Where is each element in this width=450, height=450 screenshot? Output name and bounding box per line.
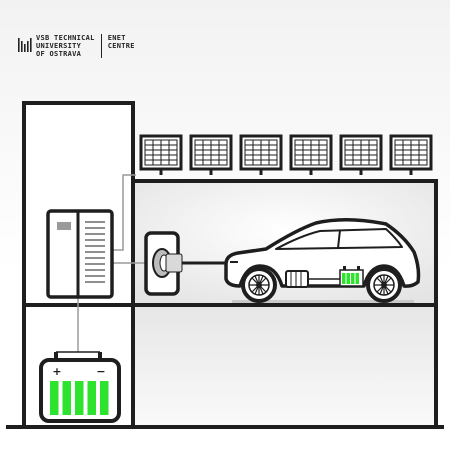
solar-panel xyxy=(289,134,333,175)
inverter-display xyxy=(57,222,71,230)
solar-panel xyxy=(139,134,183,175)
solar-to-inverter-cable xyxy=(112,174,136,251)
battery-minus-label: − xyxy=(96,365,105,378)
battery-charge-cell xyxy=(75,381,84,415)
department-name-line-2: CENTRE xyxy=(107,42,135,50)
garage-floor xyxy=(232,300,414,305)
department-name-line-1: ENET xyxy=(107,34,126,42)
charging-plug xyxy=(165,253,183,273)
electric-car xyxy=(224,217,421,303)
home-battery: + − xyxy=(39,351,121,423)
battery-charge-cells xyxy=(50,381,109,415)
power-cables xyxy=(77,174,146,352)
solar-panel-array xyxy=(139,134,433,175)
car-front-wheel xyxy=(241,267,277,303)
university-name-line-2: UNIVERSITY xyxy=(36,42,82,50)
solar-panel xyxy=(339,134,383,175)
car-rear-wheel xyxy=(366,267,402,303)
university-name-line-3: OF OSTRAVA xyxy=(36,50,82,58)
battery-charge-cell xyxy=(100,381,109,415)
university-name-line-1: VSB TECHNICAL xyxy=(36,34,95,42)
university-name: VSB TECHNICAL UNIVERSITY OF OSTRAVA xyxy=(36,34,95,58)
car-battery xyxy=(339,266,364,287)
battery-charge-cell xyxy=(50,381,59,415)
inverter-cabinet xyxy=(46,209,114,299)
solar-panel xyxy=(389,134,433,175)
basement xyxy=(131,303,438,429)
electric-motor xyxy=(285,270,340,288)
solar-panel xyxy=(189,134,233,175)
battery-plus-label: + xyxy=(52,365,61,378)
battery-charge-cell xyxy=(62,381,71,415)
department-name: ENET CENTRE xyxy=(108,34,135,50)
vsb-logo-mark-icon xyxy=(18,38,32,52)
wall-charger xyxy=(144,231,183,296)
university-logo: VSB TECHNICAL UNIVERSITY OF OSTRAVA ENET… xyxy=(18,34,135,58)
battery-charge-cell xyxy=(87,381,96,415)
logo-divider xyxy=(100,34,102,58)
solar-panel xyxy=(239,134,283,175)
